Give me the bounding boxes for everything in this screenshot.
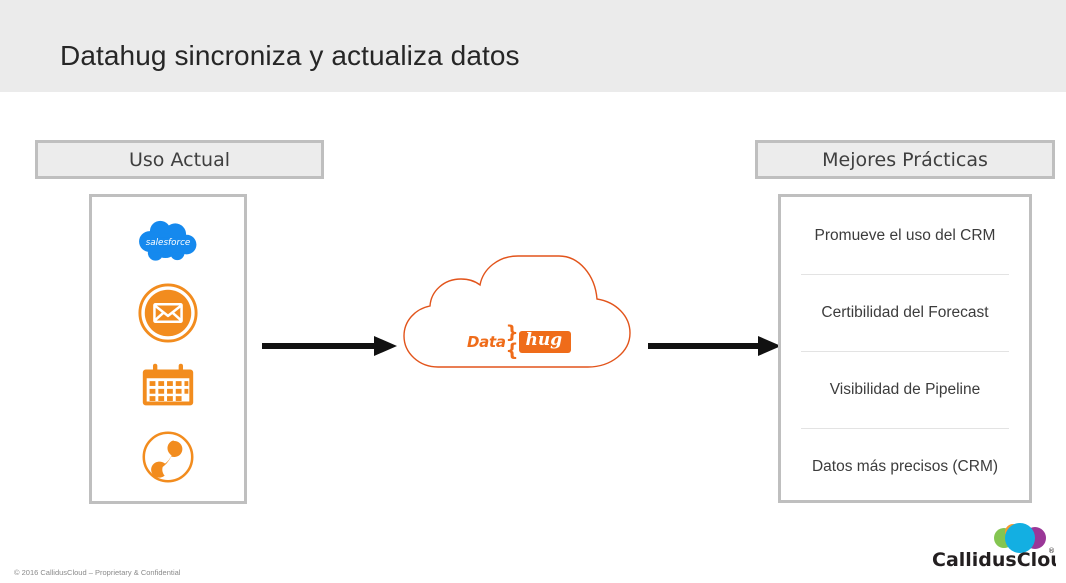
best-practices-list: Promueve el uso del CRM Certibilidad del… xyxy=(781,197,1029,500)
app-icon-stack: salesforce xyxy=(92,197,244,501)
salesforce-wordmark: salesforce xyxy=(146,238,191,248)
datahug-knot-glyph: }{ xyxy=(505,322,519,361)
list-separator xyxy=(801,350,1009,352)
list-item: Datos más precisos (CRM) xyxy=(811,458,999,476)
title-band xyxy=(0,0,1066,92)
page-title: Datahug sincroniza y actualiza datos xyxy=(60,40,520,71)
right-column-header-label: Mejores Prácticas xyxy=(822,148,988,171)
copyright-notice: © 2016 CallidusCloud – Proprietary & Con… xyxy=(14,568,181,577)
best-practices-box: Promueve el uso del CRM Certibilidad del… xyxy=(778,194,1032,503)
arrow-cloud-to-practices-icon xyxy=(648,336,781,356)
callidus-wordmark: CallidusCloud xyxy=(932,549,1056,571)
registered-trademark-icon: ® xyxy=(1048,547,1055,555)
salesforce-logo-icon: salesforce xyxy=(139,220,197,261)
right-column-header: Mejores Prácticas xyxy=(755,140,1055,179)
cloud-shape-icon xyxy=(403,255,631,368)
callioduscloud-logo: CallidusCloud ® xyxy=(932,523,1056,571)
list-item: Certibilidad del Forecast xyxy=(821,303,989,321)
email-icon xyxy=(138,283,198,343)
datahug-logo: Data }{ hug xyxy=(467,322,572,361)
datahug-word-data: Data xyxy=(467,333,506,351)
list-item: Promueve el uso del CRM xyxy=(814,226,996,244)
phone-icon xyxy=(142,431,194,483)
datahug-word-hug: hug xyxy=(518,331,572,353)
current-usage-box: salesforce xyxy=(89,194,247,504)
list-item: Visibilidad de Pipeline xyxy=(829,381,981,399)
list-separator xyxy=(801,273,1009,275)
left-column-header-label: Uso Actual xyxy=(129,148,230,171)
left-column-header: Uso Actual xyxy=(35,140,324,179)
list-separator xyxy=(801,428,1009,430)
arrow-usage-to-cloud-icon xyxy=(262,336,397,356)
calendar-icon xyxy=(142,363,194,406)
